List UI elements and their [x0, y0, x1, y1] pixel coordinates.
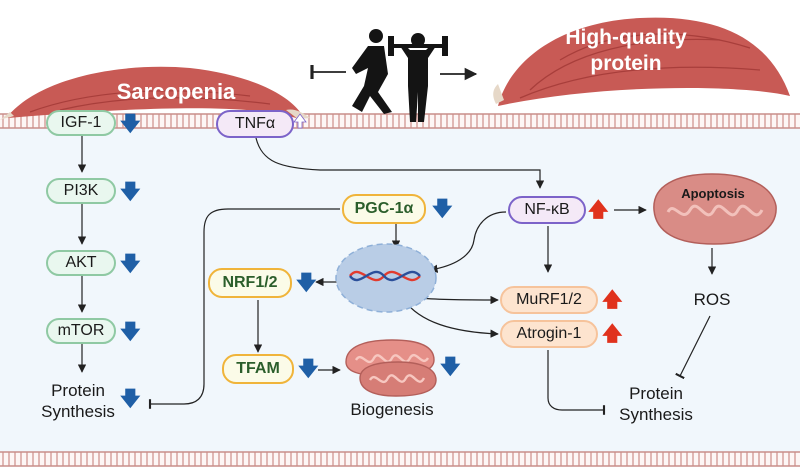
murf12-up-arrow-icon: 🡅: [602, 287, 623, 311]
protein-synthesis-right-line2: Synthesis: [619, 405, 693, 424]
murf12-node: MuRF1/2: [500, 286, 598, 314]
sarcopenia-muscle-icon: [0, 66, 310, 120]
nfkb-node: NF-κB: [508, 196, 586, 224]
akt-down-arrow-icon: 🡇: [120, 251, 141, 275]
protein-synthesis-left-down-arrow-icon: 🡇: [120, 386, 141, 410]
akt-node: AKT: [46, 250, 116, 276]
biogenesis-mitochondria-icon: [345, 339, 437, 397]
pgc1a-node: PGC-1α: [342, 194, 426, 224]
membrane-bottom: [0, 452, 800, 466]
igf1-node: IGF-1: [46, 110, 116, 136]
tfam-down-arrow-icon: 🡇: [298, 356, 319, 380]
atrogin1-up-arrow-icon: 🡅: [602, 321, 623, 345]
tfam-node: TFAM: [222, 354, 294, 384]
tnfa-node: TNFα: [216, 110, 294, 138]
sarcopenia-label: Sarcopenia: [116, 79, 236, 104]
pgc1a-down-arrow-icon: 🡇: [432, 196, 453, 220]
nucleus: [335, 243, 437, 313]
igf1-down-arrow-icon: 🡇: [120, 111, 141, 135]
exercise-figures-icon: [352, 29, 448, 122]
apoptosis-mitochondrion-icon: [653, 173, 777, 245]
membrane-top: [0, 114, 800, 128]
mtor-down-arrow-icon: 🡇: [120, 319, 141, 343]
apoptosis-label: Apoptosis: [681, 186, 745, 201]
protein-synthesis-left-line2: Synthesis: [41, 402, 115, 421]
ros-label: ROS: [693, 290, 731, 309]
pi3k-node: PI3K: [46, 178, 116, 204]
pi3k-down-arrow-icon: 🡇: [120, 179, 141, 203]
nrf12-down-arrow-icon: 🡇: [296, 270, 317, 294]
protein-synthesis-right-line1: Protein: [629, 384, 683, 403]
protein-label-line2: protein: [590, 52, 662, 75]
mtor-node: mTOR: [46, 318, 116, 344]
nrf12-node: NRF1/2: [208, 268, 292, 298]
tnfa-up-marker: [293, 113, 307, 129]
atrogin1-node: Atrogin-1: [500, 320, 598, 348]
protein-label-line1: High-quality: [565, 26, 687, 49]
biogenesis-down-arrow-icon: 🡇: [440, 354, 461, 378]
protein-muscle-icon: [493, 17, 790, 107]
dna-helix-icon: [349, 270, 421, 282]
nfkb-up-arrow-icon: 🡅: [588, 197, 609, 221]
biogenesis-label: Biogenesis: [350, 400, 434, 419]
protein-synthesis-left-line1: Protein: [51, 381, 105, 400]
